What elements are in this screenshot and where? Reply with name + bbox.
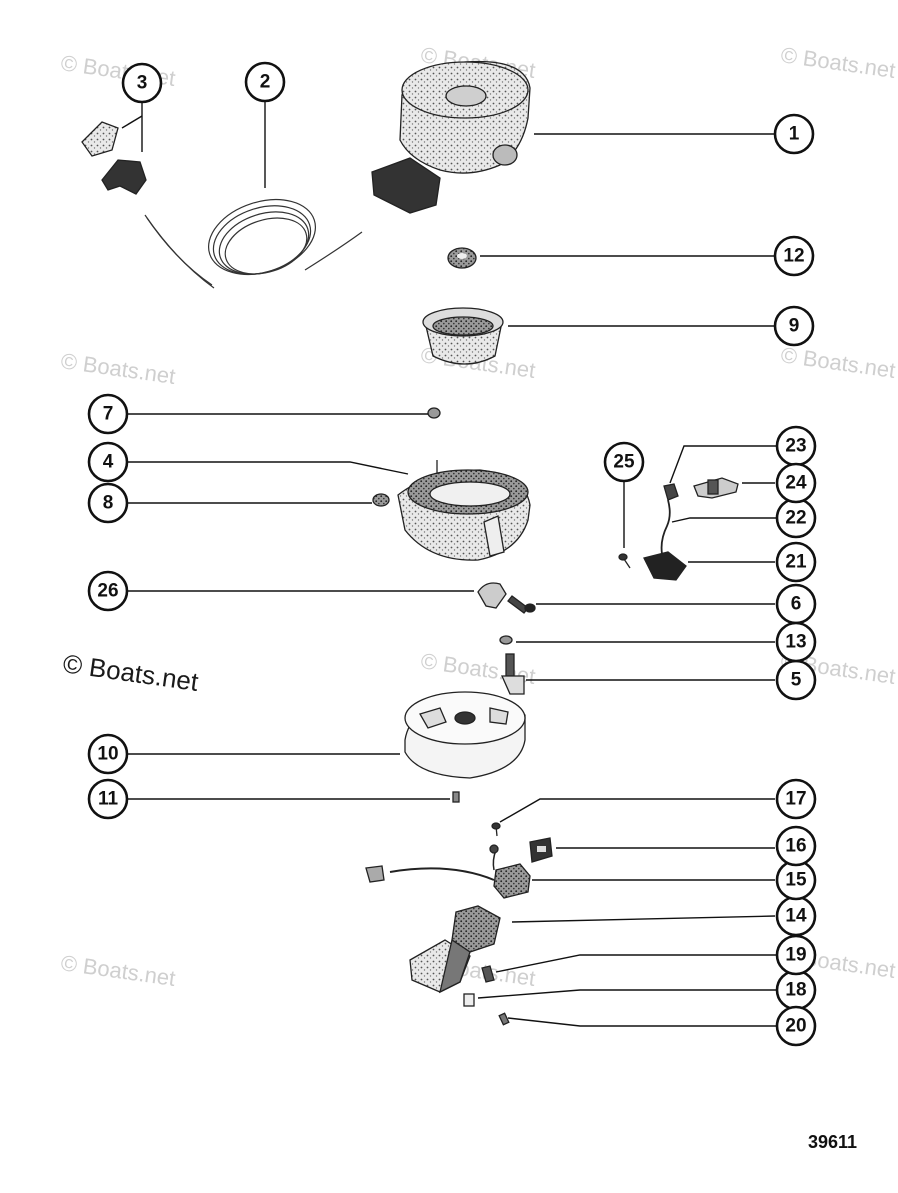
part-16-plate	[529, 837, 553, 863]
part-12-nut	[447, 247, 477, 269]
callout-1[interactable]: 1	[773, 113, 815, 155]
part-17-screw	[491, 822, 501, 837]
callout-23[interactable]: 23	[775, 425, 817, 467]
callout-12[interactable]: 12	[773, 235, 815, 277]
svg-text:1: 1	[789, 124, 800, 145]
svg-text:17: 17	[785, 789, 806, 810]
svg-text:16: 16	[785, 836, 806, 857]
svg-text:20: 20	[785, 1016, 806, 1037]
callout-16[interactable]: 16	[775, 825, 817, 867]
callout-17[interactable]: 17	[775, 778, 817, 820]
svg-text:10: 10	[97, 744, 118, 765]
callout-9[interactable]: 9	[773, 305, 815, 347]
callout-21[interactable]: 21	[775, 541, 817, 583]
leader-lines	[121, 101, 776, 1027]
svg-text:25: 25	[613, 452, 635, 473]
part-10-stator-plate	[404, 691, 526, 779]
svg-text:21: 21	[785, 552, 807, 573]
part-26-clip	[477, 582, 507, 609]
callout-26[interactable]: 26	[87, 570, 129, 612]
part-3-grommet-clip	[81, 121, 147, 195]
callout-4[interactable]: 4	[87, 441, 129, 483]
part-1-starter-housing	[371, 60, 531, 214]
part-2-wire-coil	[144, 199, 363, 289]
callout-8[interactable]: 8	[87, 482, 129, 524]
callout-15[interactable]: 15	[775, 859, 817, 901]
callout-20[interactable]: 20	[775, 1005, 817, 1047]
callout-3[interactable]: 3	[121, 62, 163, 104]
svg-text:4: 4	[103, 452, 114, 473]
svg-text:3: 3	[137, 73, 148, 94]
svg-text:19: 19	[785, 945, 806, 966]
svg-text:11: 11	[98, 789, 119, 810]
part-25-screw	[618, 553, 631, 569]
part-14-bracket	[409, 905, 501, 994]
callout-10[interactable]: 10	[87, 733, 129, 775]
callout-18[interactable]: 18	[775, 969, 817, 1011]
part-13-nut	[499, 635, 513, 645]
callout-5[interactable]: 5	[775, 659, 817, 701]
svg-text:18: 18	[785, 980, 806, 1001]
svg-text:7: 7	[103, 404, 114, 425]
part-21-switch	[643, 551, 687, 581]
part-18-sleeve	[463, 993, 475, 1007]
part-6-screw	[507, 595, 536, 614]
part-20-pin	[498, 1012, 510, 1026]
svg-text:6: 6	[791, 594, 802, 615]
callouts: 1 2 3 4 5 6 7 8 9 10 11 12 13 14 15 16 1…	[87, 61, 817, 1047]
svg-text:13: 13	[785, 632, 806, 653]
part-5-bracket	[500, 653, 525, 695]
svg-text:24: 24	[785, 473, 807, 494]
svg-text:26: 26	[97, 581, 118, 602]
watermark-text: © Boats.net	[61, 648, 201, 697]
part-8-nut	[372, 493, 390, 507]
svg-text:2: 2	[260, 72, 271, 93]
part-24-connector	[693, 477, 739, 499]
svg-text:14: 14	[785, 906, 807, 927]
svg-text:9: 9	[789, 316, 800, 337]
part-4-flywheel	[397, 460, 531, 561]
svg-text:5: 5	[791, 670, 802, 691]
part-19-spring	[481, 965, 495, 983]
svg-text:15: 15	[785, 870, 807, 891]
part-11-pin	[452, 791, 460, 803]
callout-6[interactable]: 6	[775, 583, 817, 625]
callout-7[interactable]: 7	[87, 393, 129, 435]
watermark-text: © Boats.net	[779, 42, 897, 83]
callout-13[interactable]: 13	[775, 621, 817, 663]
part-7-nut	[427, 407, 441, 419]
callout-14[interactable]: 14	[775, 895, 817, 937]
callout-24[interactable]: 24	[775, 462, 817, 504]
part-15-coil	[365, 844, 531, 899]
svg-text:12: 12	[783, 246, 804, 267]
callout-2[interactable]: 2	[244, 61, 286, 103]
callout-22[interactable]: 22	[775, 497, 817, 539]
callout-25[interactable]: 25	[603, 441, 645, 483]
callout-19[interactable]: 19	[775, 934, 817, 976]
svg-text:23: 23	[785, 436, 806, 457]
watermark-text: © Boats.net	[779, 342, 897, 383]
drawing-number: 39611	[808, 1132, 857, 1152]
watermark-text: © Boats.net	[59, 348, 177, 389]
callout-11[interactable]: 11	[87, 778, 129, 820]
svg-text:22: 22	[785, 508, 806, 529]
svg-text:8: 8	[103, 493, 114, 514]
watermark-text: © Boats.net	[59, 950, 177, 991]
part-23-clip	[663, 483, 679, 501]
part-22-wire	[660, 499, 671, 555]
part-9-cup	[422, 307, 504, 365]
